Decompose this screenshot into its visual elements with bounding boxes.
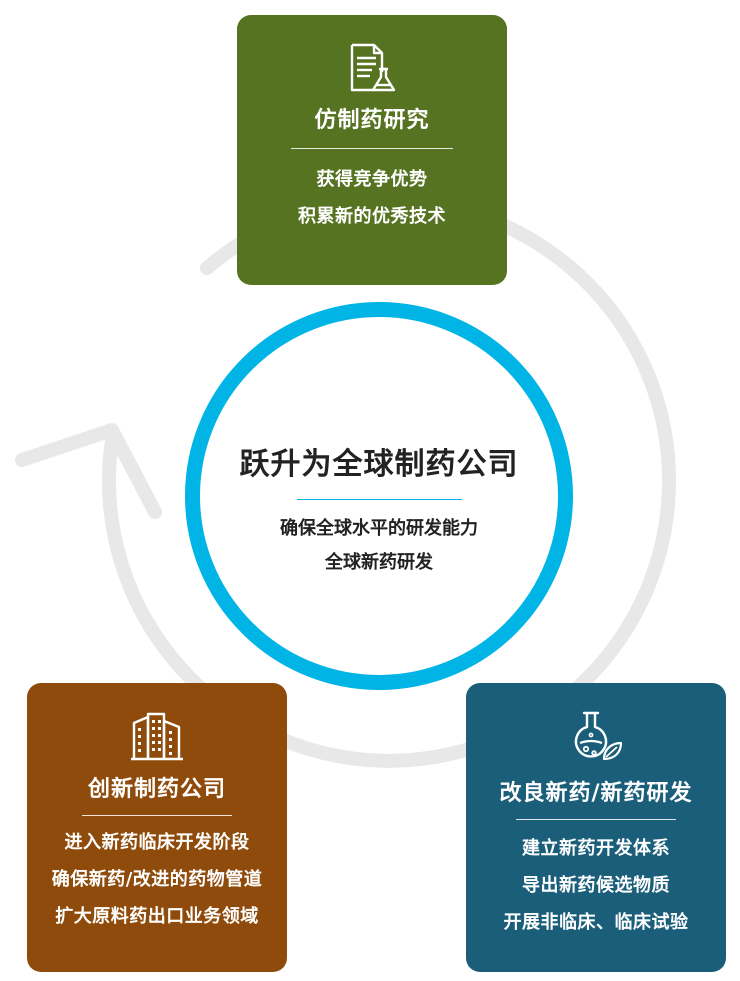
- card-innovative-pharma: 创新制药公司 进入新药临床开发阶段 确保新药/改进的药物管道 扩大原料药出口业务…: [27, 683, 287, 972]
- hub-line: 全球新药研发: [325, 552, 433, 573]
- divider: [82, 815, 232, 816]
- hub-title: 跃升为全球制药公司: [239, 447, 519, 482]
- card-generic-drug-research: 仿制药研究 获得竞争优势 积累新的优秀技术: [237, 15, 507, 285]
- center-hub: 跃升为全球制药公司 确保全球水平的研发能力 全球新药研发: [185, 302, 573, 690]
- card-line: 扩大原料药出口业务领域: [55, 906, 259, 927]
- hub-line: 确保全球水平的研发能力: [280, 518, 478, 539]
- card-line: 获得竞争优势: [316, 169, 428, 190]
- divider: [291, 148, 453, 149]
- card-title: 改良新药/新药研发: [499, 781, 693, 806]
- divider: [296, 499, 462, 500]
- card-title: 创新制药公司: [87, 777, 226, 802]
- card-line: 导出新药候选物质: [522, 875, 670, 896]
- card-line: 确保新药/改进的药物管道: [51, 869, 263, 890]
- flask-leaf-icon: [574, 711, 623, 761]
- card-title: 仿制药研究: [314, 108, 430, 133]
- card-line: 建立新药开发体系: [522, 838, 670, 859]
- card-line: 积累新的优秀技术: [298, 206, 446, 227]
- card-line: 开展非临床、临床试验: [503, 912, 689, 933]
- document-flask-icon: [350, 43, 396, 92]
- card-improved-new-drug: 改良新药/新药研发 建立新药开发体系 导出新药候选物质 开展非临床、临床试验: [466, 683, 726, 972]
- divider: [516, 819, 676, 820]
- card-line: 进入新药临床开发阶段: [64, 832, 250, 853]
- buildings-icon: [131, 712, 183, 761]
